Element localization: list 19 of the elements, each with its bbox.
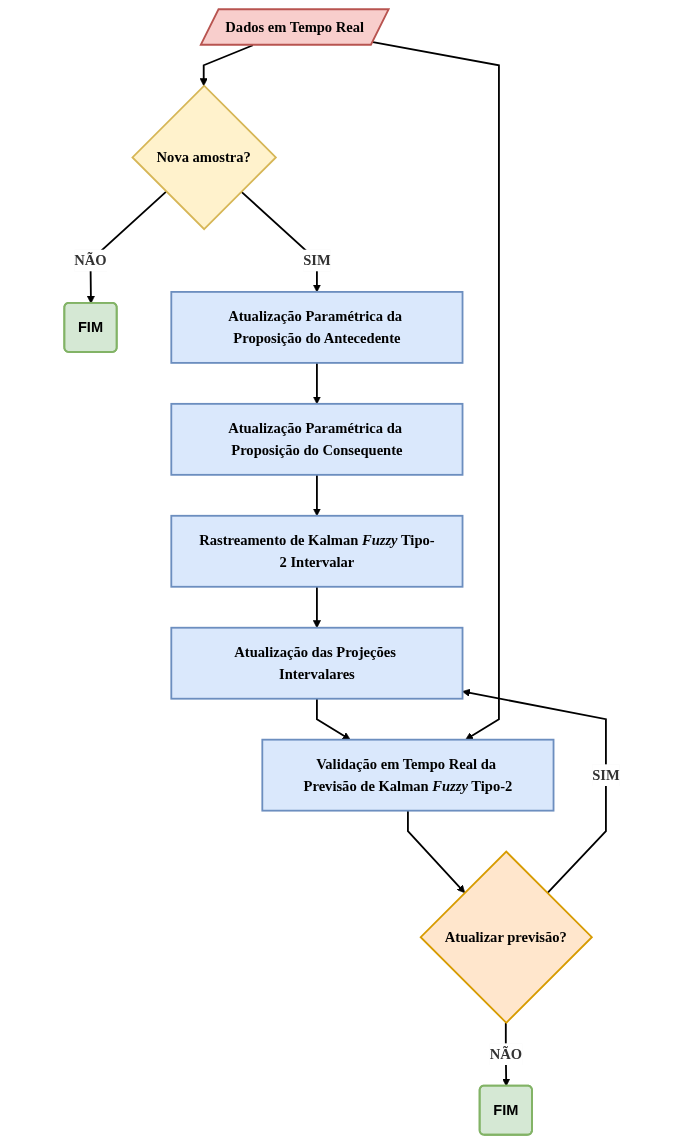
edge-label: SIM bbox=[303, 252, 331, 268]
node-box: Rastreamento de Kalman Fuzzy Tipo-2 Intervalar bbox=[170, 514, 464, 588]
node-box: Validação em Tempo Real da Previsão de Kalman Fuzzy Tipo-2 bbox=[261, 738, 555, 812]
arrow bbox=[312, 361, 321, 405]
edge-label: SIM bbox=[592, 766, 620, 783]
arrow bbox=[199, 44, 254, 87]
arrow bbox=[462, 688, 607, 895]
node-box: Atualização Paramétrica da Proposição do Antecedente bbox=[170, 291, 464, 364]
edge-label: NÃO bbox=[74, 252, 107, 268]
arrow bbox=[312, 585, 321, 629]
arrow bbox=[372, 41, 500, 741]
arrow bbox=[407, 809, 466, 894]
node-diamond: Atualizar previsão? bbox=[419, 850, 594, 1025]
arrow bbox=[312, 473, 321, 517]
node-diamond: Nova amostra? bbox=[131, 84, 278, 231]
edge-label: NÃO bbox=[489, 1045, 522, 1062]
arrow bbox=[316, 697, 351, 741]
node-box: Atualização Paramétrica da Proposição do Consequente bbox=[170, 402, 464, 476]
node-box: Atualização das Projeções Intervalares bbox=[170, 626, 464, 700]
